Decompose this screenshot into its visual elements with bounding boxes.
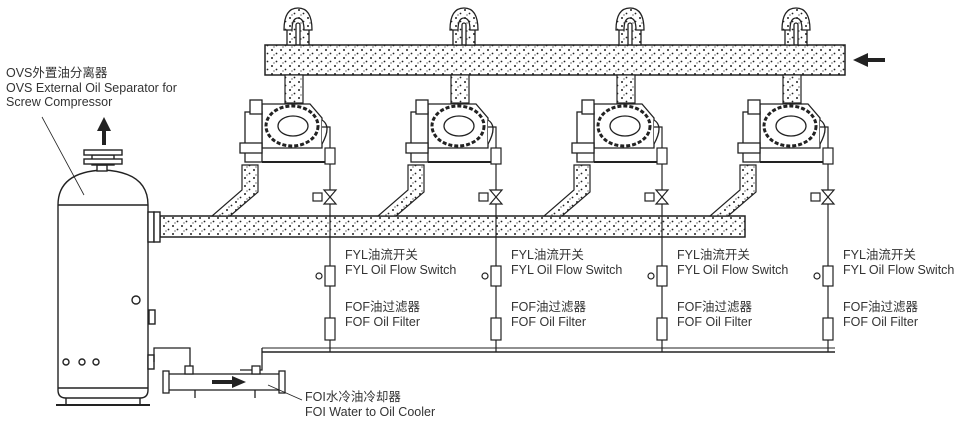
oil-filter-label-cn: FOF油过滤器 — [677, 300, 752, 314]
discharge-loop-top — [283, 7, 313, 31]
water-oil-cooler — [153, 347, 286, 398]
sight-glass-icon — [822, 147, 834, 165]
sight-glass-icon — [324, 147, 336, 165]
flow-arrow-icon — [212, 376, 246, 388]
oil-filter-label: FOF油过滤器 FOF Oil Filter — [843, 300, 918, 329]
compressor-unit — [708, 7, 836, 352]
oil-filter-label: FOF油过滤器 FOF Oil Filter — [345, 300, 420, 329]
suction-pipe — [376, 164, 425, 217]
screw-compressor — [737, 99, 826, 163]
compressor-unit — [210, 7, 338, 352]
flow-switch-icon — [315, 265, 336, 287]
oil-filter-icon — [490, 317, 502, 341]
flow-switch-label-en: FYL Oil Flow Switch — [345, 262, 457, 277]
screw-compressor — [239, 99, 328, 163]
oil-filter-label-en: FOF Oil Filter — [843, 314, 918, 329]
discharge-header — [264, 44, 846, 76]
discharge-pipe — [616, 74, 636, 104]
discharge-pipe — [450, 74, 470, 104]
suction-pipe — [542, 164, 591, 217]
compressor-unit — [542, 7, 670, 352]
oil-filter-label: FOF油过滤器 FOF Oil Filter — [511, 300, 586, 329]
solenoid-valve-icon — [644, 189, 670, 205]
oil-filter-label-en: FOF Oil Filter — [511, 314, 586, 329]
suction-pipe — [708, 164, 757, 217]
oil-separator-tank — [56, 149, 161, 406]
discharge-loop-top — [781, 7, 811, 31]
solenoid-valve-icon — [312, 189, 338, 205]
oil-filter-icon — [656, 317, 668, 341]
discharge-loop-top — [449, 7, 479, 31]
cooler-label: FOI水冷油冷却器 FOI Water to Oil Cooler — [305, 390, 435, 419]
screw-compressor — [405, 99, 494, 163]
separator-leader-line — [41, 116, 85, 196]
flow-switch-label-en: FYL Oil Flow Switch — [843, 262, 955, 277]
separator-label-en-1: OVS External Oil Separator for — [6, 80, 177, 95]
oil-filter-label-cn: FOF油过滤器 — [345, 300, 420, 314]
discharge-pipe — [782, 74, 802, 104]
oil-filter-icon — [324, 317, 336, 341]
oil-filter-label: FOF油过滤器 FOF Oil Filter — [677, 300, 752, 329]
outlet-arrow-icon — [97, 117, 111, 145]
solenoid-valve-icon — [810, 189, 836, 205]
cooler-label-en: FOI Water to Oil Cooler — [305, 404, 436, 419]
suction-pipe — [210, 164, 259, 217]
cooler-label-cn: FOI水冷油冷却器 — [305, 390, 401, 404]
separator-label: OVS外置油分离器 OVS External Oil Separator for… — [6, 66, 177, 110]
flow-switch-label: FYL油流开关 FYL Oil Flow Switch — [677, 248, 788, 277]
inlet-arrow-icon — [853, 53, 885, 67]
discharge-loop-top — [615, 7, 645, 31]
sight-glass-icon — [490, 147, 502, 165]
separator-label-en-2: Screw Compressor — [6, 95, 113, 109]
flow-switch-icon — [813, 265, 834, 287]
flow-switch-label-cn: FYL油流开关 — [677, 248, 750, 262]
flow-switch-label-cn: FYL油流开关 — [511, 248, 584, 262]
flow-switch-icon — [647, 265, 668, 287]
sight-glass-icon — [656, 147, 668, 165]
screw-compressor — [571, 99, 660, 163]
flow-switch-label: FYL油流开关 FYL Oil Flow Switch — [511, 248, 622, 277]
cooler-leader-line — [267, 384, 303, 401]
compressor-unit — [376, 7, 504, 352]
flow-switch-label-en: FYL Oil Flow Switch — [677, 262, 789, 277]
oil-filter-label-cn: FOF油过滤器 — [511, 300, 586, 314]
oil-filter-label-cn: FOF油过滤器 — [843, 300, 918, 314]
discharge-pipe — [284, 74, 304, 104]
flow-switch-label-cn: FYL油流开关 — [843, 248, 916, 262]
flow-switch-icon — [481, 265, 502, 287]
oil-filter-icon — [822, 317, 834, 341]
oil-filter-label-en: FOF Oil Filter — [345, 314, 420, 329]
flow-switch-label-cn: FYL油流开关 — [345, 248, 418, 262]
flow-switch-label: FYL油流开关 FYL Oil Flow Switch — [345, 248, 456, 277]
separator-header — [159, 215, 746, 238]
separator-label-cn: OVS外置油分离器 — [6, 66, 108, 80]
flow-switch-label-en: FYL Oil Flow Switch — [511, 262, 623, 277]
solenoid-valve-icon — [478, 189, 504, 205]
oil-filter-label-en: FOF Oil Filter — [677, 314, 752, 329]
flow-switch-label: FYL油流开关 FYL Oil Flow Switch — [843, 248, 954, 277]
